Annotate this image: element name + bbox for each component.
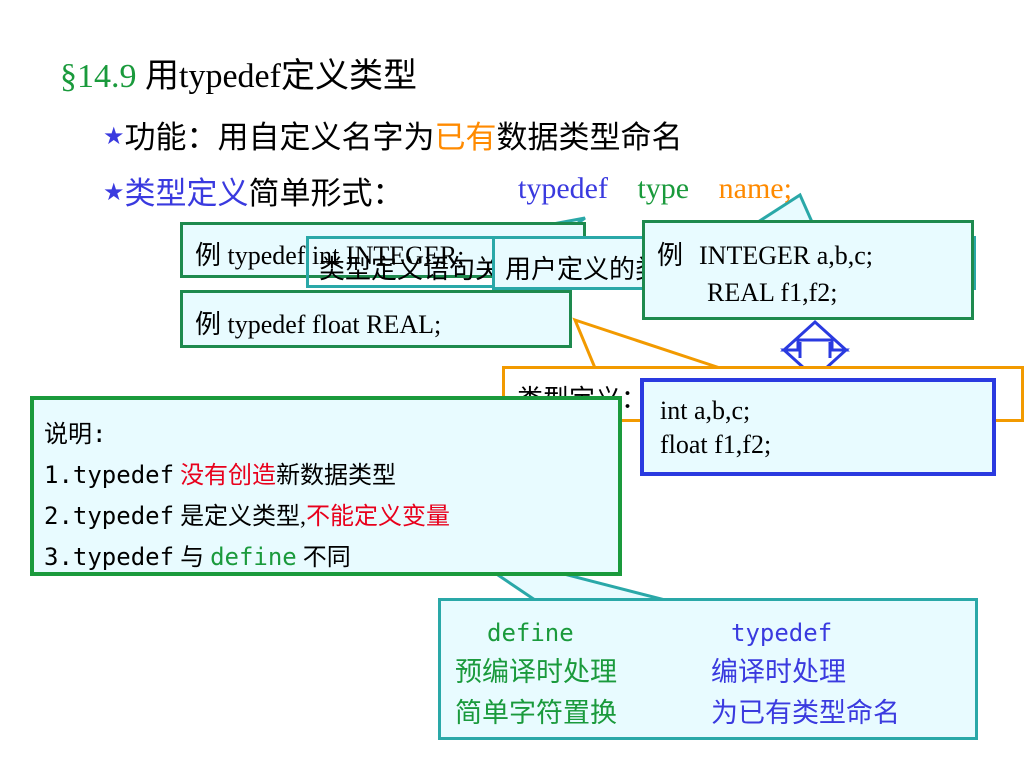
- note-define-keyword: define: [210, 543, 297, 571]
- callout-keyword: 类型定义语句关键字: [306, 236, 553, 288]
- compare-cell-define: 预编译时处理: [455, 657, 617, 687]
- example-float-real-text: 例 typedef float REAL;: [195, 310, 442, 339]
- callout-existing-pointer: [572, 317, 721, 370]
- bullet-function-highlight: 已有: [434, 120, 497, 155]
- example-usage-line1: INTEGER a,b,c;: [699, 241, 874, 270]
- notes-heading: 说明:: [44, 420, 107, 448]
- title-rest: 定义类型: [280, 58, 417, 95]
- title-cjk: 用: [145, 58, 179, 95]
- equivalence-double-arrow-icon: [780, 319, 850, 381]
- bullet-function-label: 功能：用自定义名字为: [124, 120, 435, 155]
- note-text: 新数据类型: [276, 463, 397, 489]
- compare-header-define: define: [487, 619, 574, 647]
- note-number: 2.: [44, 502, 73, 530]
- typedef-syntax: typedef type name;: [518, 172, 792, 206]
- example-int-integer-text: 例 typedef int INTEGER;: [195, 241, 465, 270]
- bullet-function-rest: 数据类型命名: [496, 120, 683, 155]
- note-keyword: typedef: [72, 502, 175, 530]
- example-prefix: 例: [657, 241, 684, 270]
- example-usage-line2: REAL f1,f2;: [707, 278, 838, 307]
- bullet-typedef-form: ★类型定义简单形式：: [103, 168, 404, 213]
- syntax-type: type: [637, 172, 690, 205]
- equivalent-declaration: int a,b,c; float f1,f2;: [640, 378, 996, 476]
- compare-cell-typedef: 为已有类型命名: [711, 698, 900, 728]
- compare-header-typedef: typedef: [731, 619, 833, 647]
- note-text: 与: [180, 545, 205, 571]
- note-highlight: 不能定义变量: [306, 504, 451, 530]
- equivalent-line1: int a,b,c;: [660, 396, 751, 425]
- syntax-name: name;: [718, 172, 792, 205]
- compare-cell-typedef: 编译时处理: [711, 657, 846, 687]
- page-title: §14.9 用typedef定义类型: [60, 48, 417, 97]
- compare-row-2: 简单字符置换 为已有类型命名: [455, 691, 975, 730]
- notes-item-1: 1.typedef 没有创造新数据类型: [44, 455, 618, 490]
- syntax-keyword: typedef: [518, 172, 608, 205]
- bullet-typedef-rest: 简单形式：: [248, 176, 404, 211]
- compare-row-1: 预编译时处理 编译时处理: [455, 650, 975, 689]
- note-rest: 不同: [302, 545, 351, 571]
- bullet-typedef-label: 类型定义: [124, 176, 249, 211]
- note-keyword: typedef: [72, 461, 175, 489]
- title-keyword: typedef: [179, 58, 281, 95]
- star-icon: ★: [103, 124, 125, 150]
- compare-header: define typedef: [455, 617, 975, 648]
- notes-box: 说明: 1.typedef 没有创造新数据类型 2.typedef 是定义类型,…: [30, 396, 622, 576]
- bullet-function: ★功能：用自定义名字为已有数据类型命名: [103, 112, 683, 157]
- example-float-real: 例 typedef float REAL;: [180, 290, 572, 348]
- compare-cell-define: 简单字符置换: [455, 698, 617, 728]
- star-icon: ★: [103, 180, 125, 206]
- notes-item-2: 2.typedef 是定义类型,不能定义变量: [44, 496, 618, 531]
- define-typedef-comparison: define typedef 预编译时处理 编译时处理 简单字符置换 为已有类型命名: [438, 598, 978, 740]
- note-keyword: typedef: [72, 543, 175, 571]
- section-number: §14.9: [60, 58, 137, 95]
- note-text: 是定义类型,: [180, 504, 307, 530]
- note-number: 3.: [44, 543, 73, 571]
- example-integer-real-usage: 例 INTEGER a,b,c; REAL f1,f2;: [642, 220, 974, 320]
- note-highlight: 没有创造: [180, 463, 277, 489]
- note-number: 1.: [44, 461, 73, 489]
- notes-item-3: 3.typedef 与 define 不同: [44, 537, 618, 572]
- equivalent-line2: float f1,f2;: [660, 430, 772, 459]
